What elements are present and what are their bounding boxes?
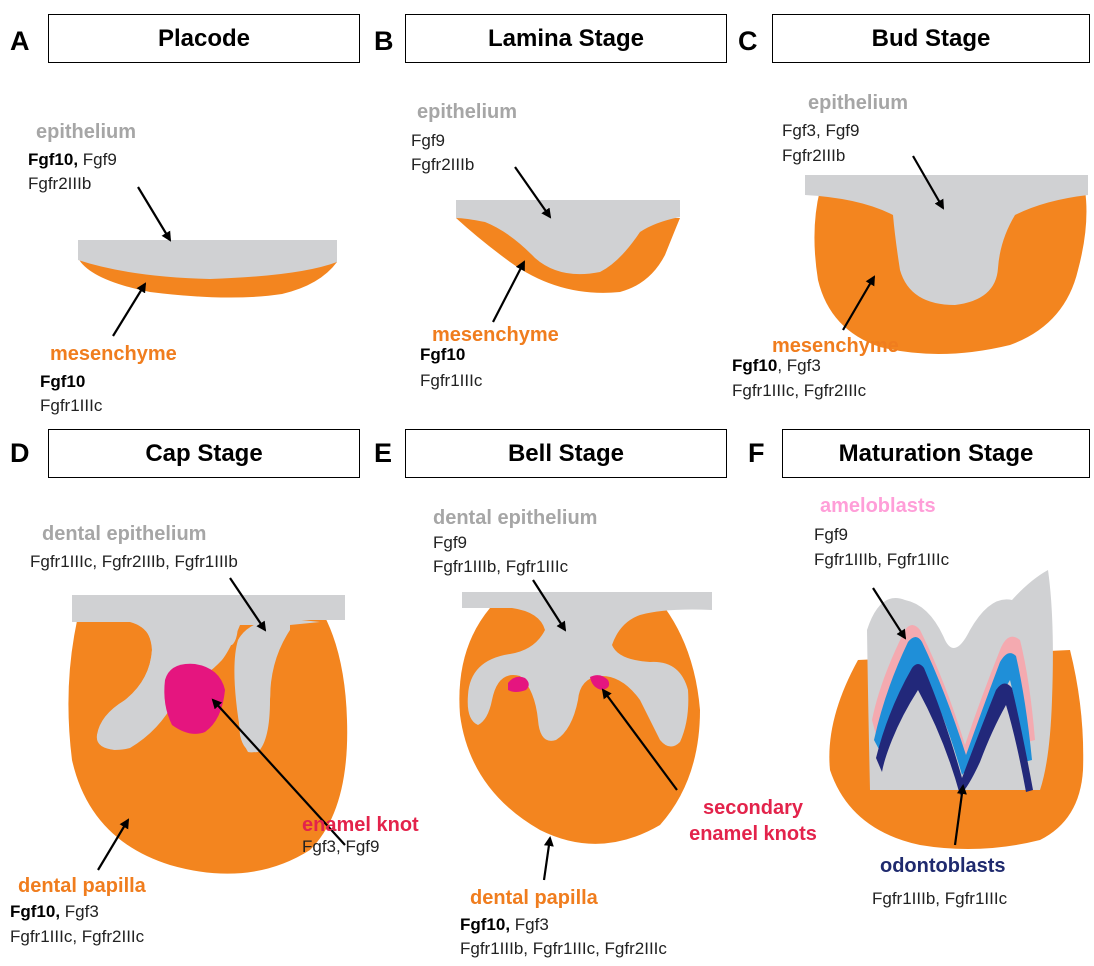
b-epithelium-receptor: Fgfr2IIIb — [411, 154, 474, 177]
a-mesenchyme-receptor: Fgfr1IIIc — [40, 395, 102, 418]
c-epithelium-receptor: Fgfr2IIIb — [782, 145, 845, 168]
b-mesenchyme-label: mesenchyme — [432, 325, 559, 345]
b-epithelium-gene: Fgf9 — [411, 130, 445, 153]
panel-letter-a: A — [10, 28, 30, 55]
b-epithelium-label: epithelium — [417, 102, 517, 122]
c-epithelium-genes: Fgf3, Fgf9 — [782, 120, 859, 143]
e-knots-label-line1: secondary — [668, 798, 838, 818]
a-mesenchyme-bold-gene: Fgf10 — [40, 372, 85, 391]
arrow-placode-epithelium — [138, 187, 170, 240]
maturation-drawing — [829, 570, 1083, 849]
e-papilla-bold-gene: Fgf10, — [460, 915, 510, 934]
arrow-bell-papilla — [544, 838, 550, 880]
a-epithelium-receptor: Fgfr2IIIb — [28, 173, 91, 196]
e-epithelium-gene: Fgf9 — [433, 532, 467, 555]
panel-title-a: Placode — [48, 14, 360, 63]
c-mesenchyme-gene-list: , Fgf3 — [777, 356, 820, 375]
d-papilla-gene-list: Fgf3 — [65, 902, 99, 921]
panel-title-f: Maturation Stage — [782, 429, 1090, 478]
a-epithelium-label: epithelium — [36, 122, 136, 142]
b-mesenchyme-bold-gene: Fgf10 — [420, 345, 465, 364]
b-mesenchyme-receptor: Fgfr1IIIc — [420, 370, 482, 393]
bud-drawing — [805, 156, 1088, 354]
d-epithelium-label: dental epithelium — [42, 524, 206, 544]
d-enamel-knot-label: enamel knot — [302, 815, 419, 835]
f-ameloblasts-receptors: Fgfr1IIIb, Fgfr1IIIc — [814, 549, 949, 572]
e-papilla-receptors: Fgfr1IIIb, Fgfr1IIIc, Fgfr2IIIc — [460, 938, 667, 961]
panel-title-b: Lamina Stage — [405, 14, 727, 63]
f-odontoblasts-label: odontoblasts — [880, 856, 1006, 876]
d-papilla-receptors: Fgfr1IIIc, Fgfr2IIIc — [10, 926, 144, 949]
panel-title-d: Cap Stage — [48, 429, 360, 478]
placode-drawing — [78, 187, 337, 336]
a-mesenchyme-label: mesenchyme — [50, 344, 177, 364]
f-odontoblasts-receptors: Fgfr1IIIb, Fgfr1IIIc — [872, 888, 1007, 911]
d-epithelium-receptors: Fgfr1IIIc, Fgfr2IIIb, Fgfr1IIIb — [30, 551, 238, 574]
e-epithelium-label: dental epithelium — [433, 508, 597, 528]
panel-letter-b: B — [374, 28, 394, 55]
e-knots-label-line2: enamel knots — [668, 824, 838, 844]
f-ameloblasts-gene: Fgf9 — [814, 524, 848, 547]
c-mesenchyme-genes: Fgf10, Fgf3 — [732, 355, 821, 378]
f-ameloblasts-label: ameloblasts — [820, 496, 936, 516]
b-mesenchyme-genes: Fgf10 — [420, 344, 465, 367]
panel-title-c: Bud Stage — [772, 14, 1090, 63]
e-papilla-genes: Fgf10, Fgf3 — [460, 914, 549, 937]
a-epithelium-bold-gene: Fgf10, — [28, 150, 78, 169]
arrow-placode-mesenchyme — [113, 284, 145, 336]
panel-letter-c: C — [738, 28, 758, 55]
e-papilla-label: dental papilla — [470, 888, 598, 908]
d-papilla-genes: Fgf10, Fgf3 — [10, 901, 99, 924]
lamina-drawing — [456, 167, 680, 322]
panel-letter-d: D — [10, 440, 30, 467]
c-mesenchyme-label: mesenchyme — [772, 336, 899, 356]
e-epithelium-receptors: Fgfr1IIIb, Fgfr1IIIc — [433, 556, 568, 579]
d-papilla-label: dental papilla — [18, 876, 146, 896]
panel-letter-f: F — [748, 440, 765, 467]
c-epithelium-label: epithelium — [808, 93, 908, 113]
a-epithelium-gene-list: Fgf9 — [83, 150, 117, 169]
d-papilla-bold-gene: Fgf10, — [10, 902, 60, 921]
e-papilla-gene-list: Fgf3 — [515, 915, 549, 934]
panel-title-e: Bell Stage — [405, 429, 727, 478]
arrow-lamina-mesenchyme — [493, 262, 524, 322]
panel-letter-e: E — [374, 440, 392, 467]
c-mesenchyme-receptors: Fgfr1IIIc, Fgfr2IIIc — [732, 380, 866, 403]
a-mesenchyme-genes: Fgf10 — [40, 371, 85, 394]
a-epithelium-genes: Fgf10, Fgf9 — [28, 149, 117, 172]
c-mesenchyme-bold-gene: Fgf10 — [732, 356, 777, 375]
d-enamel-knot-genes: Fgf3, Fgf9 — [302, 836, 379, 859]
